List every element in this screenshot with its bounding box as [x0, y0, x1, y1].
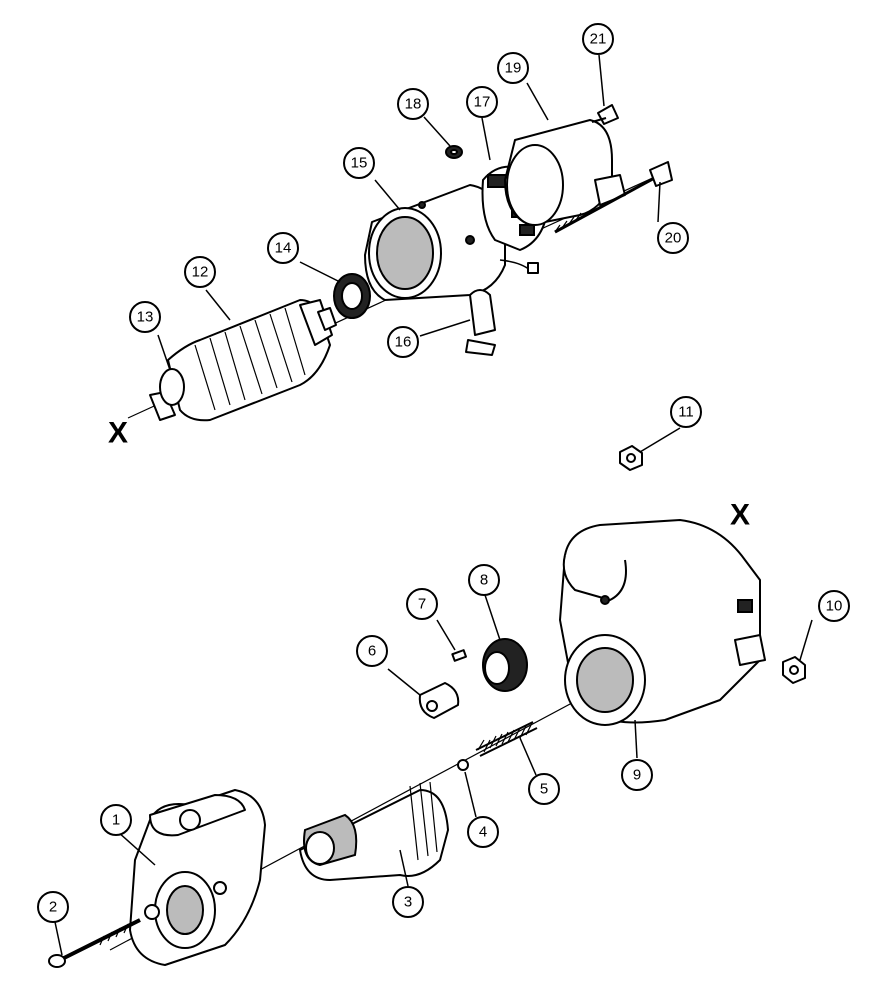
callout-20: 20 [657, 222, 689, 254]
end-cover [504, 119, 626, 226]
callout-19: 19 [497, 52, 529, 84]
hex-nut-10 [782, 656, 806, 684]
svg-text:11: 11 [678, 404, 694, 421]
callout-12: 12 [184, 256, 216, 288]
leader-lines [54, 54, 813, 956]
svg-text:12: 12 [192, 264, 209, 281]
pin [451, 649, 468, 662]
svg-text:9: 9 [633, 767, 641, 784]
callout-11: 11 [670, 396, 702, 428]
screw [591, 104, 619, 125]
callout-8: 8 [468, 564, 500, 596]
hex-nut-11 [619, 445, 643, 471]
svg-text:10: 10 [826, 598, 843, 615]
callout-3: 3 [392, 886, 424, 918]
long-bolt [48, 918, 141, 968]
svg-text:4: 4 [479, 824, 487, 841]
svg-text:7: 7 [418, 596, 426, 613]
armature [149, 299, 337, 422]
callout-6: 6 [356, 635, 388, 667]
steel-ball [457, 759, 469, 771]
callout-10: 10 [818, 590, 850, 622]
svg-text:2: 2 [49, 899, 57, 916]
through-bolt [554, 161, 673, 234]
svg-text:1: 1 [112, 812, 120, 829]
pinion-clutch [299, 781, 449, 881]
svg-text:21: 21 [590, 31, 607, 48]
callout-17: 17 [466, 86, 498, 118]
callout-14: 14 [267, 232, 299, 264]
callout-1: 1 [100, 804, 132, 836]
callout-2: 2 [37, 891, 69, 923]
drive-end-housing [129, 789, 266, 966]
callout-16: 16 [387, 326, 419, 358]
callout-18: 18 [397, 88, 429, 120]
svg-text:20: 20 [665, 230, 682, 247]
x-marker-upper: X [108, 417, 128, 450]
svg-text:6: 6 [368, 643, 376, 660]
svg-text:16: 16 [395, 334, 412, 351]
yoke-frame [364, 184, 506, 301]
solenoid-housing [559, 519, 766, 726]
callout-4: 4 [467, 816, 499, 848]
callout-13: 13 [129, 301, 161, 333]
svg-text:13: 13 [137, 309, 154, 326]
callout-7: 7 [406, 588, 438, 620]
stop-collar [418, 682, 460, 719]
idler-gear [482, 638, 528, 692]
washer [445, 145, 463, 159]
callout-9: 9 [621, 759, 653, 791]
bearing [333, 273, 371, 319]
x-marker-lower: X [730, 499, 750, 532]
callout-5: 5 [528, 773, 560, 805]
callout-15: 15 [343, 147, 375, 179]
svg-text:5: 5 [540, 781, 548, 798]
svg-text:18: 18 [405, 96, 422, 113]
svg-text:17: 17 [474, 94, 491, 111]
svg-text:14: 14 [275, 240, 292, 257]
svg-text:19: 19 [505, 60, 522, 77]
svg-text:15: 15 [351, 155, 368, 172]
spring [475, 721, 538, 757]
callout-21: 21 [582, 23, 614, 55]
svg-text:8: 8 [480, 572, 488, 589]
svg-text:3: 3 [404, 894, 412, 911]
brush-holder-lead [465, 259, 539, 356]
